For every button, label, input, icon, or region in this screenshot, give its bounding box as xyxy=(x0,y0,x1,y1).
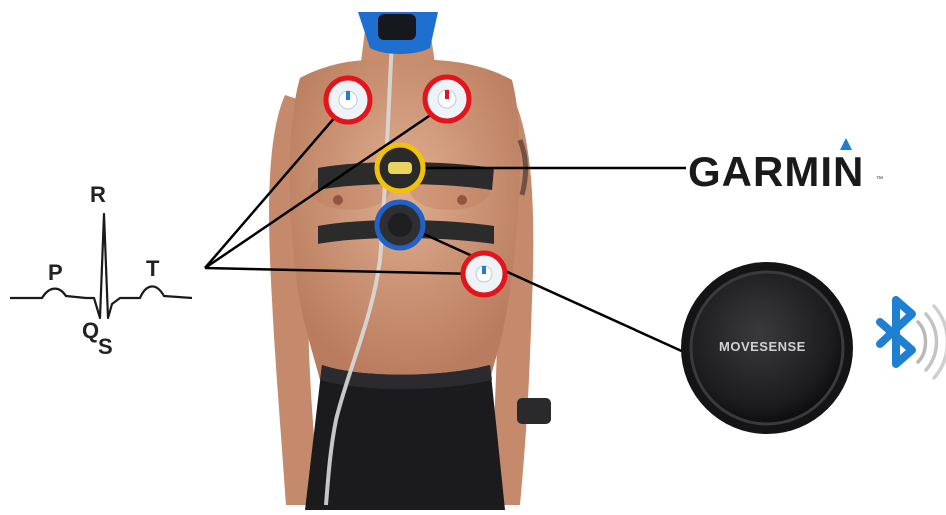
ecg-label-t: T xyxy=(146,256,159,282)
bluetooth-icon xyxy=(880,300,946,378)
electrode-lower-right xyxy=(463,253,505,295)
garmin-logo-text: GARMIN xyxy=(688,148,864,196)
ecg-label-s: S xyxy=(98,334,113,360)
garmin-sensor xyxy=(377,145,423,191)
movesense-logo-text: MOVESENSE xyxy=(719,339,829,354)
ecg-label-p: P xyxy=(48,260,63,286)
ecg-waveform-icon xyxy=(10,214,192,318)
garmin-trademark: ™ xyxy=(876,176,883,183)
athlete-figure xyxy=(269,12,551,510)
wristwatch xyxy=(517,398,551,424)
nipple-left xyxy=(333,195,343,205)
electrode-upper-right xyxy=(425,77,469,121)
movesense-sensor-on-strap xyxy=(377,202,423,248)
nipple-right xyxy=(457,195,467,205)
electrode-upper-left xyxy=(326,78,370,122)
ecg-label-q: Q xyxy=(82,318,99,344)
mask-valve xyxy=(378,14,416,40)
ecg-label-r: R xyxy=(90,182,106,208)
